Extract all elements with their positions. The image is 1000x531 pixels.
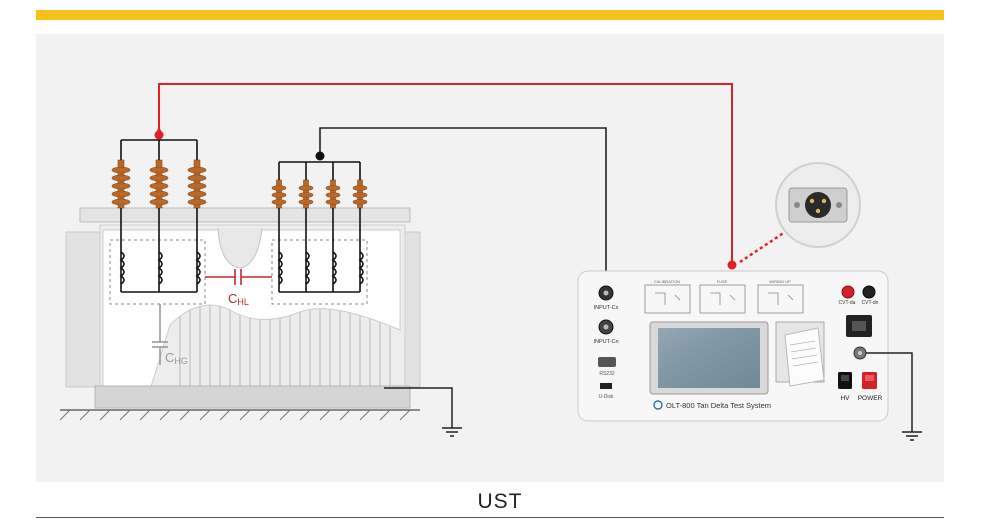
zoom-callout-line <box>739 228 789 264</box>
rs232-label: RS232 <box>599 371 615 377</box>
hv-plug-instrument <box>727 260 737 270</box>
rs232-port[interactable] <box>598 357 616 367</box>
ground-symbol-instrument <box>902 431 922 441</box>
input-cx-label: INPUT-Cx <box>594 305 619 311</box>
diagram-caption: UST <box>477 490 523 513</box>
hv-bushings <box>111 159 207 209</box>
bottom-divider <box>36 517 944 518</box>
chl-label: CHL <box>228 291 249 307</box>
chl-capacitor <box>205 269 272 285</box>
cvt-da-label: CVT-da <box>839 300 856 306</box>
usb-port[interactable] <box>600 383 612 389</box>
power-label: POWER <box>858 395 883 402</box>
ground-symbol-transformer <box>442 427 462 437</box>
hv-label: HV <box>840 395 850 402</box>
chg-capacitor <box>152 304 168 365</box>
signal-clip-transformer <box>315 151 325 161</box>
xlr-connector-zoom <box>775 162 861 248</box>
cvt-dn-label: CVT-dn <box>862 300 879 306</box>
panel-schematics <box>644 284 804 314</box>
tan-delta-test-instrument <box>577 270 889 422</box>
lv-windings <box>277 161 364 293</box>
brand-label: OLT-800 Tan Delta Test System <box>666 401 771 410</box>
input-cn-label: INPUT-Cn <box>593 339 618 345</box>
cvt-dn-terminal[interactable] <box>862 285 876 299</box>
cvt-da-terminal[interactable] <box>841 285 855 299</box>
transformer-ground-lead <box>384 387 453 428</box>
lv-bushings <box>271 179 368 209</box>
signal-lead <box>319 127 607 290</box>
panel-label-3: WIRING UP <box>769 279 791 284</box>
hv-windings <box>119 139 201 293</box>
chg-label: CHG <box>165 350 188 366</box>
instrument-ground-lead <box>866 352 913 432</box>
udisk-label: U-Disk <box>599 394 614 400</box>
hv-lead <box>158 83 733 262</box>
brand-logo-icon <box>653 400 663 410</box>
transformer <box>59 207 421 421</box>
panel-label-2: FUSE <box>717 279 728 284</box>
panel-label-1: CALIBRATION <box>654 279 680 284</box>
accent-bar <box>36 10 944 20</box>
